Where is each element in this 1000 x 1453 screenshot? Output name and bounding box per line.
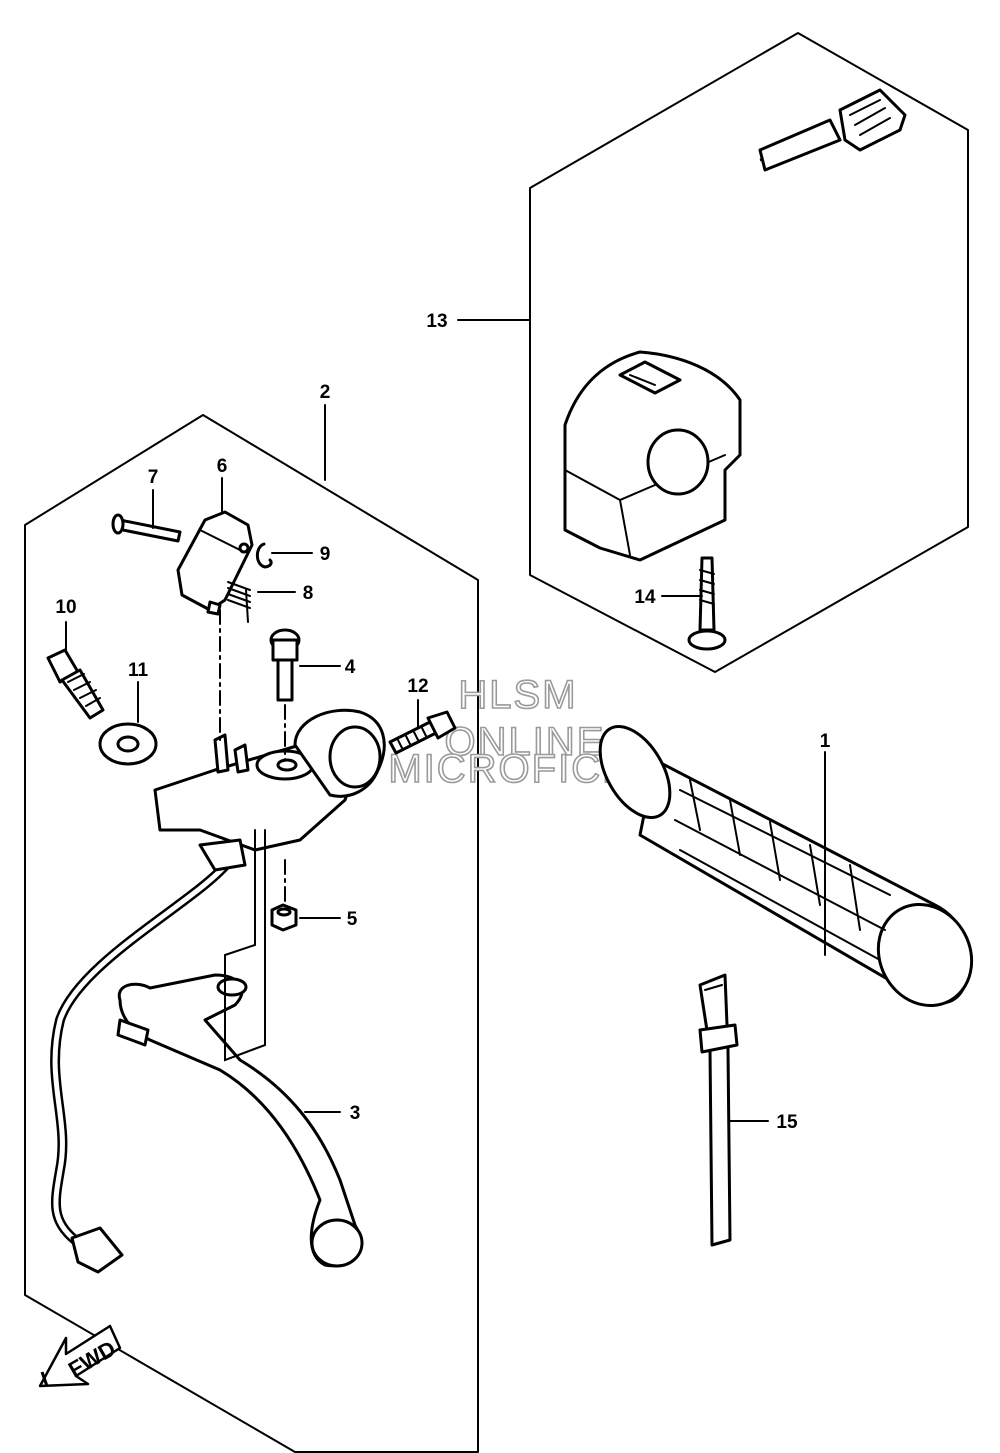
clutch-lever [116, 973, 364, 1268]
switch-screw [687, 556, 727, 651]
svg-text:ONLINE: ONLINE [445, 720, 606, 764]
switch-assembly-boundary [529, 32, 969, 673]
nut [270, 903, 298, 932]
callout-15: 15 [776, 1112, 798, 1133]
pin [111, 513, 182, 543]
lever-switch-block [176, 510, 254, 616]
callout-11: 11 [128, 660, 149, 681]
clip [255, 542, 273, 569]
bracket-screw [388, 710, 457, 755]
callout-13: 13 [426, 311, 447, 332]
leader-lines [65, 319, 826, 1122]
callout-5: 5 [347, 909, 358, 930]
switch-housing [540, 88, 907, 562]
callout-8: 8 [303, 583, 314, 604]
callout-4: 4 [345, 657, 356, 678]
lever-wire-connector [70, 1226, 124, 1274]
cable-tie [698, 973, 739, 1247]
callout-14: 14 [634, 587, 656, 608]
callout-9: 9 [320, 544, 331, 565]
locknut [98, 722, 158, 766]
svg-text:HLSM: HLSM [458, 673, 577, 717]
callout-2: 2 [320, 382, 331, 403]
callout-12: 12 [407, 676, 428, 697]
lever-assembly-boundary [24, 414, 479, 1453]
callout-1: 1 [820, 731, 831, 752]
callout-3: 3 [350, 1103, 361, 1124]
assembly-lines [219, 609, 286, 1062]
fwd-direction-arrow: FWD [38, 1324, 122, 1388]
grip [598, 724, 974, 1008]
pivot-bolt [269, 628, 301, 702]
callouts: 1 2 3 4 5 6 7 8 9 10 11 12 13 14 15 [55, 311, 830, 1133]
lever-bracket [153, 708, 386, 872]
callout-7: 7 [148, 467, 159, 488]
callout-10: 10 [55, 597, 76, 618]
spring [227, 581, 251, 623]
cable-adjuster [46, 648, 105, 720]
callout-6: 6 [217, 456, 228, 477]
